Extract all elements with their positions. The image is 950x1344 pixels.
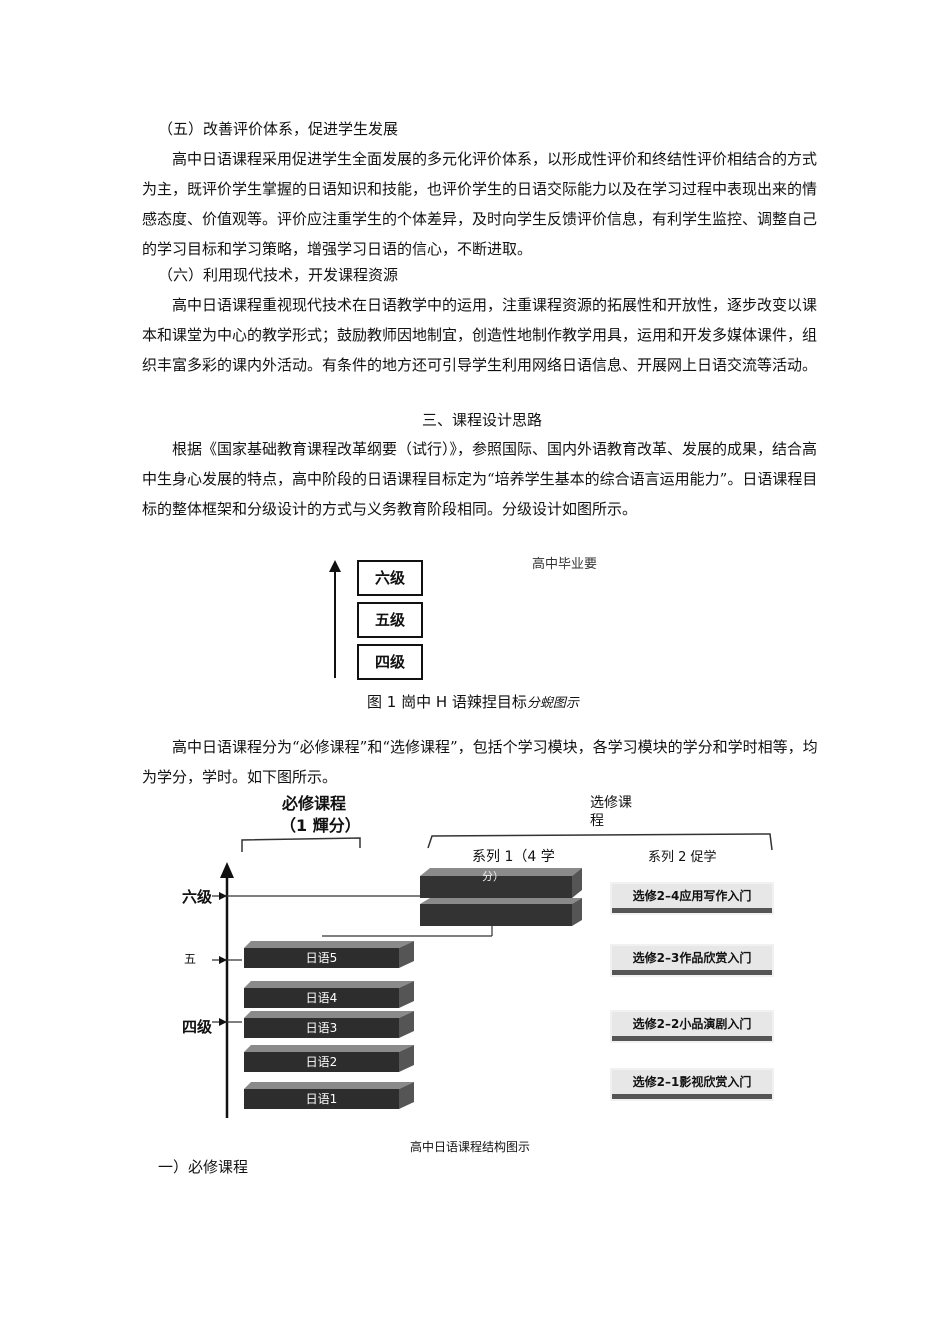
section-heading-5: （五）改善评价体系，促进学生发展 xyxy=(158,120,399,138)
series-1-label: 系列 1（4 学 xyxy=(472,849,555,865)
compulsory-credits: （1 輝分） xyxy=(280,816,361,835)
elective-title-line1: 选修课 xyxy=(590,795,632,811)
level-box-5: 五级 xyxy=(357,602,423,638)
module-japanese-3: 日语3 xyxy=(244,1018,399,1038)
module-japanese-5: 日语5 xyxy=(244,948,399,968)
elective-2-2: 选修2–2小品演剧入门 xyxy=(612,1012,772,1041)
section-paragraph-5: 高中日语课程采用促进学生全面发展的多元化评价体系，以形成性评价和终结性评价相结合… xyxy=(142,150,818,258)
figure-2-caption: 高中日语课程结构图示 xyxy=(410,1140,531,1154)
course-structure-paragraph: 高中日语课程分为“必修课程”和“选修课程”，包括个学习模块，各学习模块的学分和学… xyxy=(142,738,818,786)
subsection-heading-1: 一）必修课程 xyxy=(158,1158,249,1176)
elective-2-4: 选修2–4应用写作入门 xyxy=(612,884,772,913)
module-japanese-4: 日语4 xyxy=(244,988,399,1008)
level-up-arrow-icon xyxy=(329,560,341,678)
section-heading-6: （六）利用现代技术，开发课程资源 xyxy=(158,266,399,284)
figure-1-caption-small: 分蜺图示 xyxy=(526,696,579,711)
section-paragraph-6: 高中日语课程重视现代技术在日语教学中的运用，注重课程资源的拓展性和开放性，逐步改… xyxy=(142,296,818,374)
figure-2-lines xyxy=(212,833,773,1118)
axis-level-5: 五 xyxy=(184,952,197,966)
series-2-label: 系列 2 促学 xyxy=(648,850,717,865)
section-paragraph-3: 根据《国家基础教育课程改革纲要（试行）》，参照国际、国内外语教育改革、发展的成果… xyxy=(142,440,818,518)
elective-title-line2: 程 xyxy=(590,813,604,829)
figure-1-faint-label: 高中毕业要 xyxy=(532,557,598,572)
axis-level-4: 四级 xyxy=(182,1018,213,1036)
compulsory-title: 必修课程 xyxy=(282,794,347,813)
figure-1-caption: 图 1 崗中 H 语辣捏目标分蜺图示 xyxy=(367,691,579,712)
figure-1-caption-main: 图 1 崗中 H 语辣捏目标 xyxy=(367,693,527,711)
level-box-4: 四级 xyxy=(357,644,423,680)
elective-2-3: 选修2–3作品欣赏入门 xyxy=(612,946,772,975)
series-1-label-cont: 分） xyxy=(482,870,504,883)
level-box-6: 六级 xyxy=(357,560,423,596)
section-title-3: 三、课程设计思路 xyxy=(421,411,542,429)
elective-2-1: 选修2–1影视欣赏入门 xyxy=(612,1070,772,1099)
module-japanese-1: 日语1 xyxy=(244,1089,399,1109)
axis-level-6: 六级 xyxy=(182,888,213,906)
module-japanese-2: 日语2 xyxy=(244,1052,399,1072)
figure-2: 必修课程 （1 輝分） 选修课 程 系列 1（4 学 分） 系列 2 促学 六级… xyxy=(172,790,792,1154)
